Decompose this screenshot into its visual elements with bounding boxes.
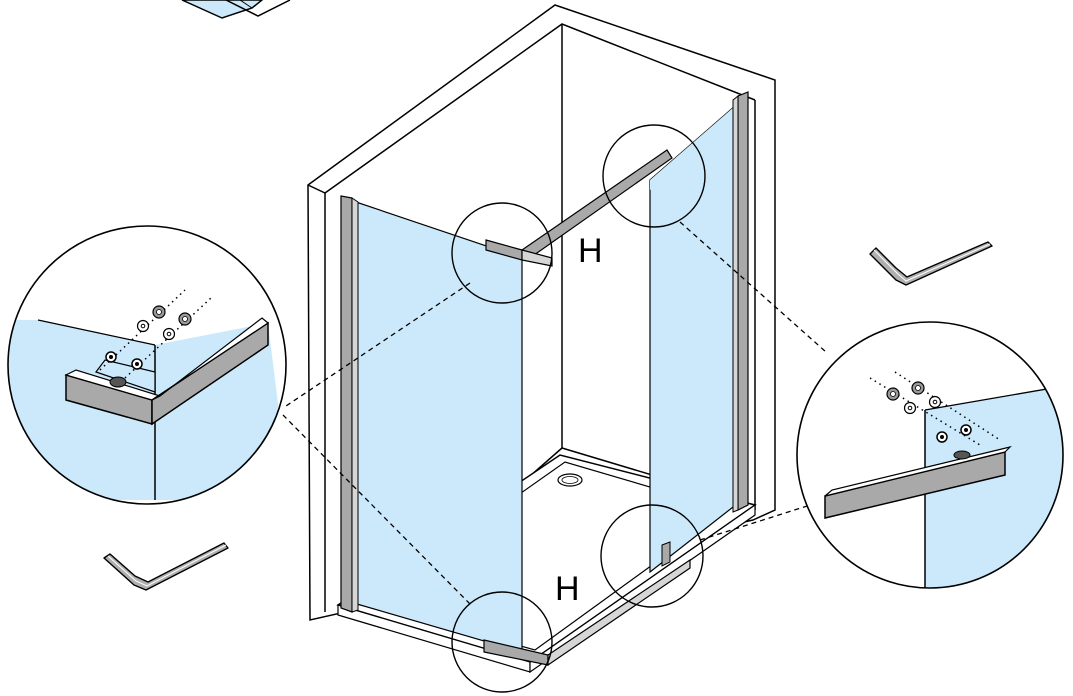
previous-step-fragment [181,0,291,19]
shower-enclosure: H H [307,4,776,693]
label-top-bracket: H [578,232,603,270]
allen-key-icon [869,241,993,286]
allen-key-icon [103,542,229,591]
stabilizer-bar [485,149,673,267]
wall-profile-right [732,91,749,513]
detail-circle-bottom-left [451,591,553,693]
detail-circles [451,124,706,693]
detail-circle-top-left [451,202,553,304]
detail-magnifier-icon [796,321,1064,589]
label-bottom-bracket: H [555,570,580,608]
wall-profile-left [340,195,359,613]
glass-panel-front [349,199,523,653]
detail-circle-bottom-right [600,504,704,608]
leader-lines [282,221,827,605]
detail-magnifier-icon [7,225,287,505]
detail-circle-top-right [602,124,706,228]
drain-icon [557,473,583,487]
